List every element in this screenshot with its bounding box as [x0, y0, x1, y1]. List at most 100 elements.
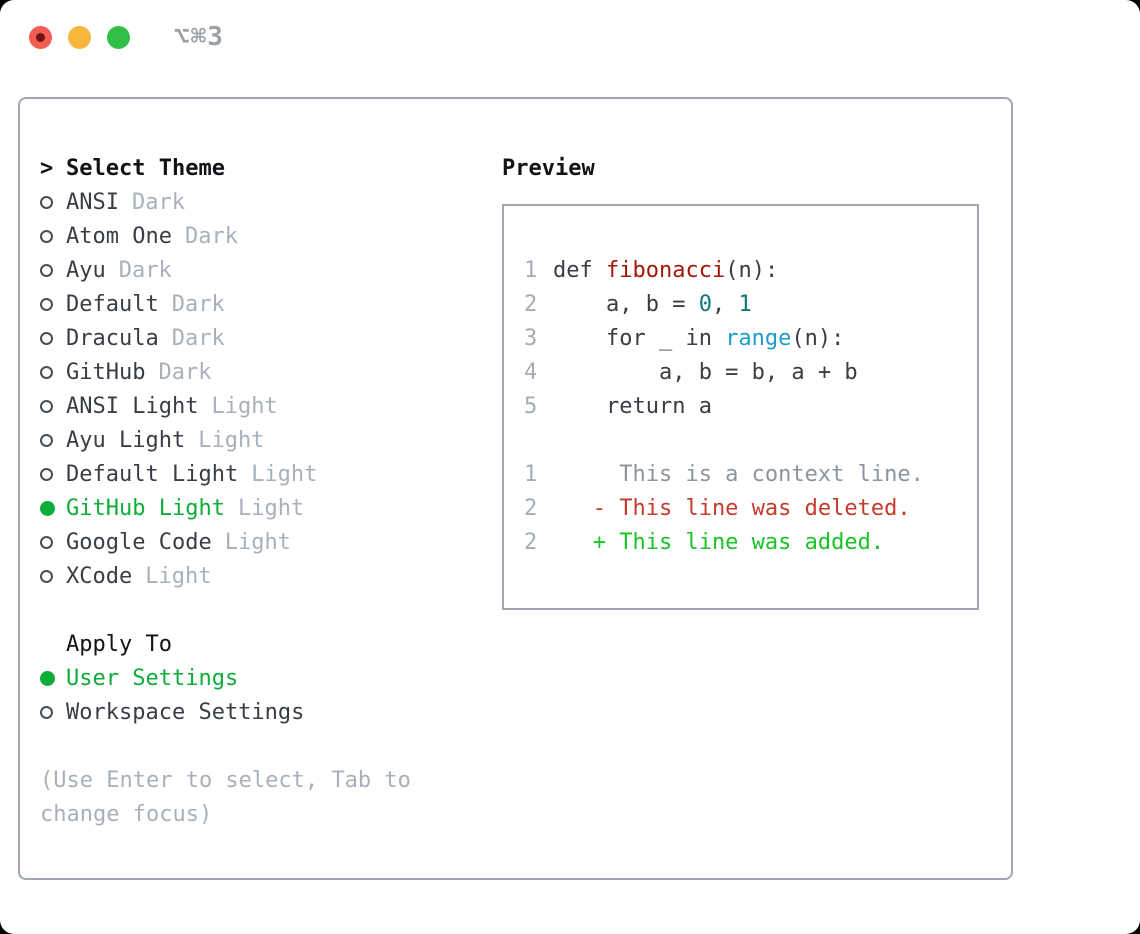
select-theme-row: > Select Theme: [40, 151, 490, 185]
option-label: User Settings: [66, 665, 239, 691]
radio-icon: [40, 467, 53, 481]
option-label: GitHub: [66, 359, 146, 385]
option-label: XCode: [66, 563, 133, 589]
apply-to-heading: Apply To: [66, 631, 172, 657]
code-line: 2 - This line was deleted.: [524, 491, 977, 525]
preview-heading: Preview: [502, 155, 595, 181]
cursor-icon: >: [40, 155, 54, 181]
radio-marker: [40, 365, 66, 379]
option-label: Atom One: [66, 223, 172, 249]
code-line-content: a, b = b, a + b: [553, 359, 858, 385]
option-variant-label: Light: [237, 495, 305, 521]
theme-option-dracula[interactable]: Dracula Dark: [40, 321, 490, 355]
close-dot-icon: [36, 32, 45, 42]
line-number: 2: [524, 495, 538, 521]
radio-icon: [40, 569, 53, 583]
option-variant-label: Dark: [171, 325, 225, 351]
code-line: 1 This is a context line.: [524, 457, 977, 491]
select-theme-heading: Select Theme: [66, 155, 225, 181]
code-line: 3 for _ in range(n):: [524, 321, 977, 355]
radio-icon: [40, 297, 53, 311]
theme-option-default[interactable]: Default Dark: [40, 287, 490, 321]
hint-text-line-1: (Use Enter to select, Tab to: [40, 767, 411, 793]
code-line: 4 a, b = b, a + b: [524, 355, 977, 389]
apply-to-row: Apply To: [40, 627, 490, 661]
code-line-content: + This line was added.: [553, 529, 885, 555]
apply-option-user-settings[interactable]: User Settings: [40, 661, 490, 695]
option-label: ANSI: [66, 189, 119, 215]
line-number: 3: [524, 325, 538, 351]
window-title: ⌥⌘3: [174, 22, 224, 52]
theme-option-github-light[interactable]: GitHub Light Light: [40, 491, 490, 525]
line-number: 1: [524, 461, 538, 487]
option-variant-label: Light: [145, 563, 212, 589]
line-number: 2: [524, 529, 538, 555]
radio-icon: [40, 535, 53, 549]
theme-option-xcode[interactable]: XCode Light: [40, 559, 490, 593]
theme-option-github[interactable]: GitHub Dark: [40, 355, 490, 389]
theme-option-atom-one[interactable]: Atom One Dark: [40, 219, 490, 253]
line-number: 4: [524, 359, 538, 385]
radio-icon: [40, 399, 53, 413]
radio-icon: [40, 365, 53, 379]
radio-marker: [40, 569, 66, 583]
radio-marker: [40, 399, 66, 413]
radio-icon: [40, 229, 53, 243]
option-label: GitHub Light: [66, 495, 225, 521]
option-label: Default Light: [66, 461, 239, 487]
titlebar: ⌥⌘3: [29, 22, 224, 52]
code-line-content: def fibonacci(n):: [553, 257, 779, 283]
option-variant-label: Dark: [131, 189, 185, 215]
option-label: Dracula: [66, 325, 159, 351]
option-label: Default: [66, 291, 159, 317]
option-variant-label: Dark: [158, 359, 212, 385]
theme-option-ayu-light[interactable]: Ayu Light Light: [40, 423, 490, 457]
radio-marker: [40, 500, 66, 516]
option-label: Ayu Light: [66, 427, 186, 453]
preview-heading-row: Preview: [502, 151, 1002, 185]
option-label: ANSI Light: [66, 393, 199, 419]
option-variant-label: Light: [198, 427, 265, 453]
code-line: 2 a, b = 0, 1: [524, 287, 977, 321]
spacer-row: [40, 593, 490, 627]
radio-marker: [40, 263, 66, 277]
option-variant-label: Dark: [171, 291, 225, 317]
radio-marker: [40, 433, 66, 447]
radio-icon: [40, 263, 53, 277]
code-line-content: for _ in range(n):: [553, 325, 845, 351]
option-variant-label: Dark: [184, 223, 238, 249]
radio-marker: [40, 297, 66, 311]
option-variant-label: Light: [224, 529, 291, 555]
radio-selected-icon: [40, 500, 55, 516]
code-line: 2 + This line was added.: [524, 525, 977, 559]
apply-option-workspace-settings[interactable]: Workspace Settings: [40, 695, 490, 729]
line-number: 5: [524, 393, 538, 419]
close-button[interactable]: [29, 25, 52, 49]
theme-option-ansi[interactable]: ANSI Dark: [40, 185, 490, 219]
radio-icon: [40, 331, 53, 345]
radio-marker: [40, 331, 66, 345]
theme-option-ayu[interactable]: Ayu Dark: [40, 253, 490, 287]
minimize-button[interactable]: [68, 25, 91, 49]
radio-marker: [40, 229, 66, 243]
maximize-button[interactable]: [107, 25, 130, 49]
code-line-content: a, b = 0, 1: [553, 291, 752, 317]
radio-icon: [40, 195, 53, 209]
option-label: Ayu: [66, 257, 106, 283]
radio-selected-icon: [40, 670, 55, 686]
option-variant-label: Dark: [118, 257, 172, 283]
radio-marker: [40, 705, 66, 719]
radio-marker: [40, 535, 66, 549]
